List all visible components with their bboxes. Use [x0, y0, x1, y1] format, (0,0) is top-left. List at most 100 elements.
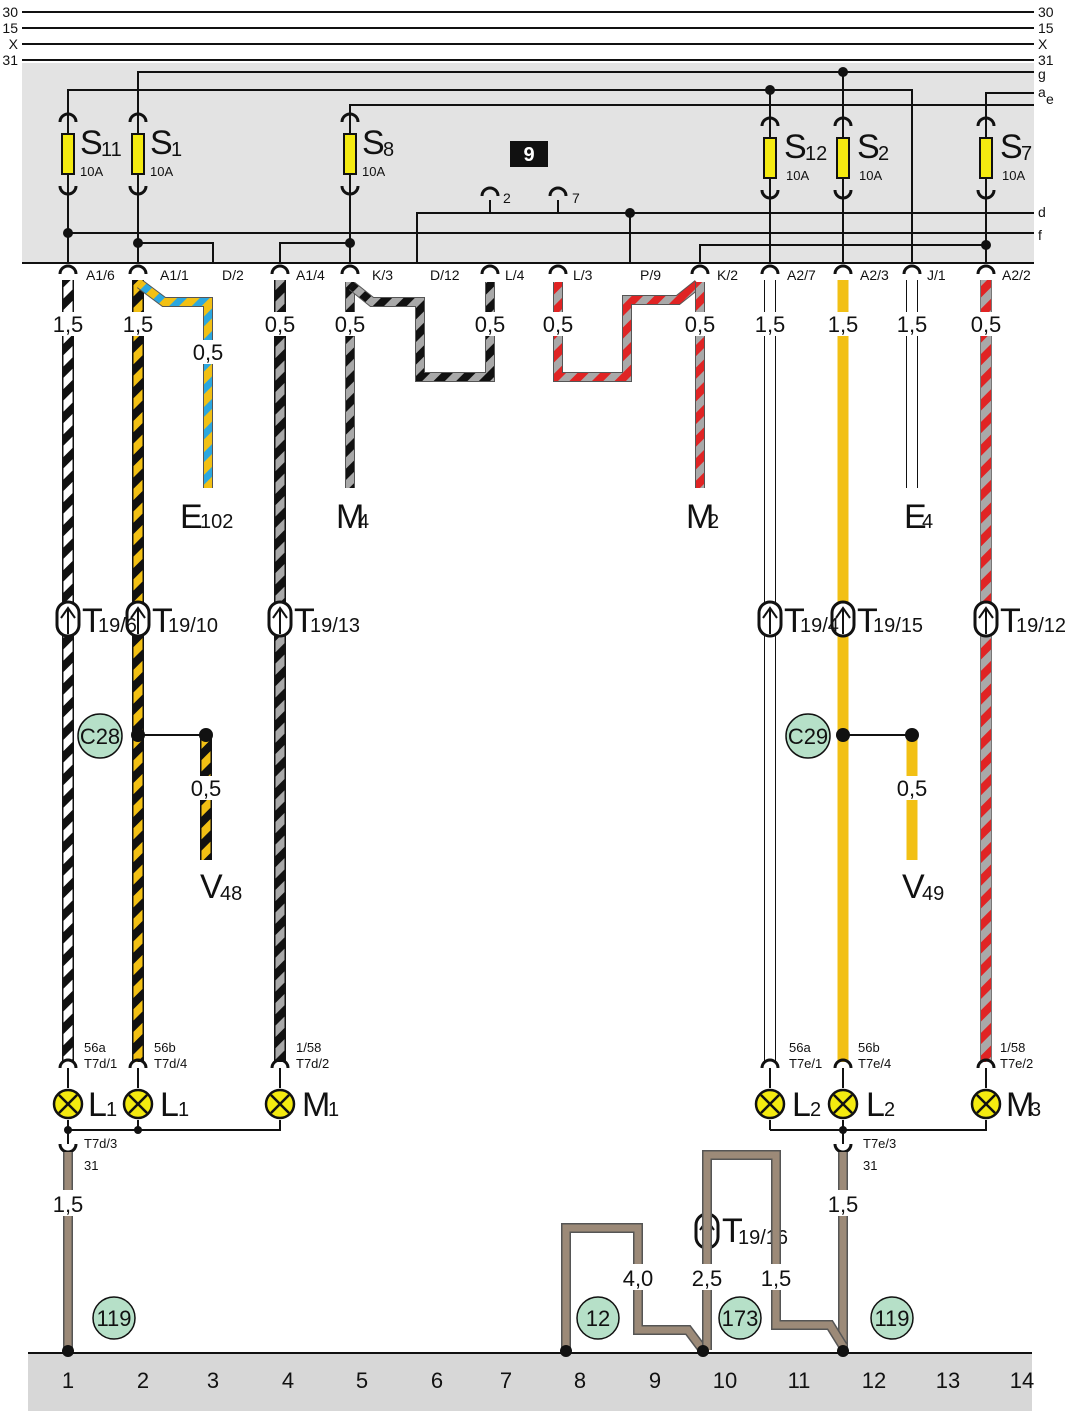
svg-text:V: V — [902, 868, 925, 906]
internal-terminal-2: 2 — [480, 186, 511, 206]
internal-lines — [67, 71, 1034, 263]
svg-text:19/4: 19/4 — [800, 615, 839, 637]
svg-text:19/13: 19/13 — [310, 615, 360, 637]
ground-pin-cups — [58, 1143, 853, 1154]
svg-text:S: S — [80, 124, 103, 162]
svg-text:f: f — [1038, 227, 1042, 243]
svg-text:49: 49 — [922, 883, 944, 905]
svg-text:31: 31 — [863, 1158, 877, 1173]
ground-wires — [63, 1150, 848, 1353]
fuse-s11: S 11 10A — [58, 110, 122, 233]
svg-text:T: T — [152, 602, 173, 640]
svg-text:L: L — [866, 1086, 885, 1124]
svg-text:31: 31 — [1038, 52, 1054, 68]
svg-text:10A: 10A — [1002, 168, 1025, 183]
svg-text:0,5: 0,5 — [193, 340, 224, 365]
svg-text:X: X — [1038, 36, 1048, 52]
svg-text:12: 12 — [805, 143, 827, 165]
svg-text:S: S — [784, 128, 807, 166]
svg-text:K/2: K/2 — [717, 267, 738, 283]
svg-text:T7d/2: T7d/2 — [296, 1056, 329, 1071]
svg-text:0,5: 0,5 — [897, 776, 928, 801]
svg-text:2,5: 2,5 — [692, 1266, 723, 1291]
column-numbers: 1 2 3 4 5 6 7 8 9 10 11 12 13 14 — [62, 1368, 1034, 1393]
connector-labels: T19/6 T19/10 T19/13 T19/4 T19/15 T19/12 … — [82, 602, 1066, 1250]
fuse-s8: S 8 10A — [340, 110, 394, 263]
svg-text:1,5: 1,5 — [761, 1266, 792, 1291]
svg-text:2: 2 — [878, 143, 889, 165]
svg-text:M: M — [336, 498, 364, 536]
svg-text:0,5: 0,5 — [971, 312, 1002, 337]
svg-text:1,5: 1,5 — [897, 312, 928, 337]
svg-text:4: 4 — [358, 511, 369, 533]
panel-junctions — [63, 67, 991, 250]
svg-text:0,5: 0,5 — [685, 312, 716, 337]
junction-badge-c28: C28 — [77, 713, 123, 759]
fuse-s1: S 1 10A — [128, 110, 182, 263]
svg-text:56b: 56b — [858, 1040, 880, 1055]
svg-text:0,5: 0,5 — [475, 312, 506, 337]
svg-text:1,5: 1,5 — [828, 1192, 859, 1217]
svg-text:31: 31 — [2, 52, 18, 68]
svg-text:T7d/1: T7d/1 — [84, 1056, 117, 1071]
svg-text:30: 30 — [1038, 4, 1054, 20]
svg-text:X: X — [9, 36, 19, 52]
svg-text:T: T — [722, 1212, 743, 1250]
svg-text:1: 1 — [328, 1099, 339, 1121]
svg-text:C28: C28 — [80, 724, 120, 749]
svg-text:1/58: 1/58 — [296, 1040, 321, 1055]
lamp-pin-cups — [58, 1058, 996, 1069]
svg-text:10A: 10A — [80, 164, 103, 179]
svg-text:T7e/4: T7e/4 — [858, 1056, 891, 1071]
svg-text:T7e/2: T7e/2 — [1000, 1056, 1033, 1071]
svg-text:A2/3: A2/3 — [860, 267, 889, 283]
svg-text:L/3: L/3 — [573, 267, 593, 283]
branch-dots — [131, 728, 919, 742]
ground-strip-bg — [28, 1353, 1032, 1411]
svg-text:6: 6 — [431, 1368, 443, 1393]
junction-badge-c29: C29 — [785, 713, 831, 759]
ground-pin-labels: T7d/331 T7e/331 — [84, 1136, 896, 1173]
svg-text:102: 102 — [200, 511, 233, 533]
svg-text:g: g — [1038, 66, 1046, 82]
svg-text:2: 2 — [503, 190, 511, 206]
svg-text:S: S — [1000, 128, 1023, 166]
svg-text:J/1: J/1 — [927, 267, 946, 283]
svg-text:T7d/4: T7d/4 — [154, 1056, 187, 1071]
fuse-s12: S 12 10A — [760, 110, 827, 263]
svg-text:3: 3 — [207, 1368, 219, 1393]
svg-text:T: T — [857, 602, 878, 640]
ground-point-badges: 119 12 173 119 — [92, 1296, 914, 1340]
lamp-bulb-icon — [827, 1088, 859, 1120]
svg-text:T: T — [784, 602, 805, 640]
svg-text:12: 12 — [586, 1306, 610, 1331]
svg-text:31: 31 — [84, 1158, 98, 1173]
svg-text:T: T — [1000, 602, 1021, 640]
svg-text:E: E — [904, 498, 927, 536]
ground-wire-labels: 1,5 4,0 2,5 1,5 1,5 — [50, 1190, 861, 1291]
svg-text:14: 14 — [1010, 1368, 1034, 1393]
svg-text:8: 8 — [574, 1368, 586, 1393]
svg-text:A2/7: A2/7 — [787, 267, 816, 283]
bus-lines — [22, 11, 1034, 1354]
svg-text:7: 7 — [500, 1368, 512, 1393]
svg-text:T: T — [82, 602, 103, 640]
svg-text:4: 4 — [922, 511, 933, 533]
svg-text:19/10: 19/10 — [168, 615, 218, 637]
svg-text:M: M — [686, 498, 714, 536]
svg-text:119: 119 — [874, 1306, 909, 1331]
svg-text:L: L — [160, 1086, 179, 1124]
svg-text:3: 3 — [1030, 1099, 1041, 1121]
fuse-s7: S 7 10A — [976, 110, 1032, 263]
svg-text:0,5: 0,5 — [335, 312, 366, 337]
svg-text:D/12: D/12 — [430, 267, 460, 283]
svg-text:7: 7 — [1021, 143, 1032, 165]
lamp-bulb-icon — [970, 1088, 1002, 1120]
lamp-bulbs — [52, 1088, 1002, 1120]
svg-text:12: 12 — [862, 1368, 886, 1393]
svg-text:119: 119 — [96, 1306, 131, 1331]
svg-text:7: 7 — [572, 190, 580, 206]
